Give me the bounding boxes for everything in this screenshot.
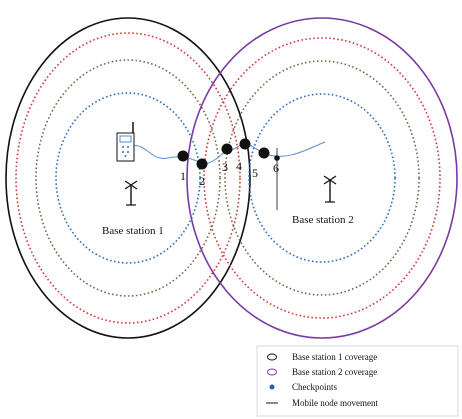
checkpoint-1-label: 1 bbox=[180, 169, 186, 183]
bs1-coverage-boundary bbox=[5, 17, 251, 339]
tower-icon-bs1 bbox=[124, 180, 138, 206]
bs2-ring-outer bbox=[203, 37, 441, 319]
bs2-label: Base station 2 bbox=[292, 214, 354, 226]
checkpoint-5-label: 5 bbox=[252, 166, 258, 180]
legend-checkpoint-dot-icon bbox=[269, 384, 275, 390]
legend-ellipse-bs1-icon bbox=[267, 353, 277, 361]
bs1-ring-middle bbox=[35, 59, 221, 297]
checkpoint-2: 2 bbox=[196, 158, 208, 188]
tower-icon-bs2 bbox=[323, 175, 337, 203]
legend-box bbox=[256, 345, 459, 417]
checkpoint-3: 3 bbox=[221, 143, 233, 174]
legend-label-movement: Mobile node movement bbox=[292, 398, 378, 408]
legend-label-checkpoints: Checkpoints bbox=[292, 382, 337, 392]
checkpoint-6: 6 bbox=[273, 148, 280, 210]
legend: Base station 1 coverage Base station 2 c… bbox=[256, 345, 459, 417]
bs1-ring-inner bbox=[55, 92, 201, 264]
checkpoint-4: 4 bbox=[236, 138, 251, 173]
checkpoint-1: 1 bbox=[177, 150, 189, 183]
bs2-ring-inner bbox=[248, 93, 396, 263]
legend-label-bs2: Base station 2 coverage bbox=[292, 367, 377, 377]
checkpoint-5: 5 bbox=[252, 147, 270, 180]
bs2-coverage-boundary bbox=[186, 17, 458, 339]
legend-label-bs1: Base station 1 coverage bbox=[292, 352, 377, 362]
mobile-phone-icon bbox=[116, 122, 135, 162]
bs1-label: Base station 1 bbox=[102, 225, 164, 237]
bs1-ring-outer bbox=[15, 32, 241, 324]
checkpoint-3-label: 3 bbox=[222, 160, 228, 174]
legend-ellipse-bs2-icon bbox=[267, 368, 277, 376]
checkpoint-4-label: 4 bbox=[236, 159, 242, 173]
checkpoint-6-label: 6 bbox=[273, 161, 279, 175]
bs2-ring-middle bbox=[224, 60, 420, 296]
checkpoint-2-label: 2 bbox=[199, 174, 205, 188]
